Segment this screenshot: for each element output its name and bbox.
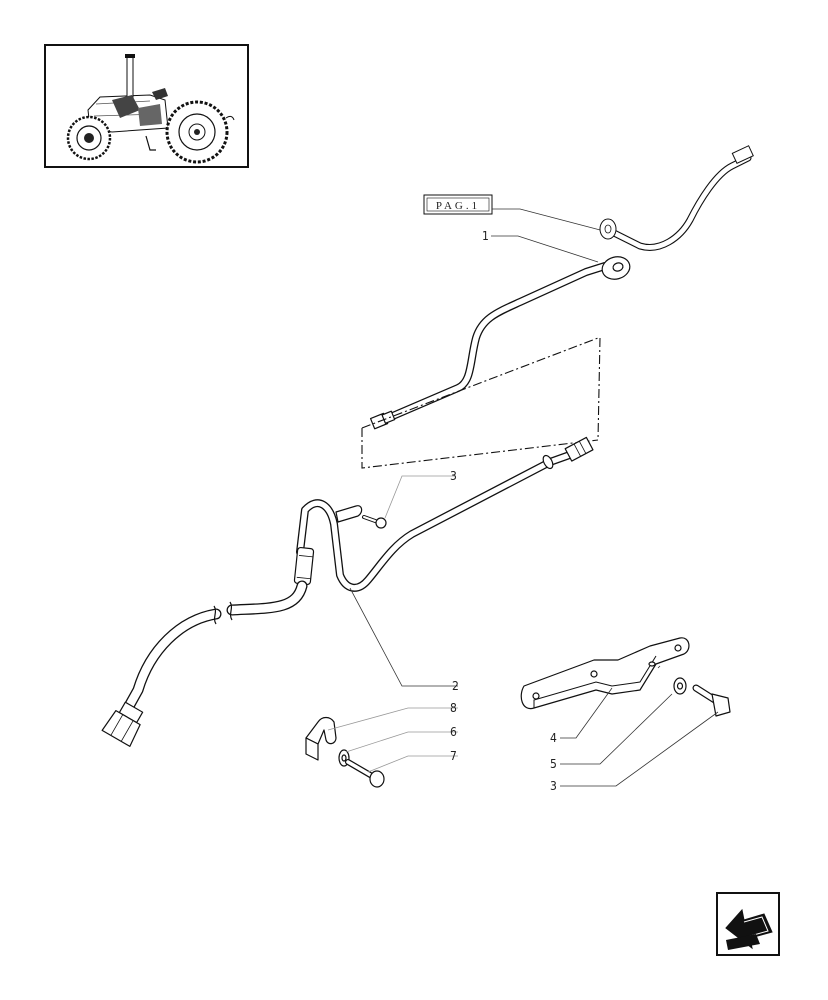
callout-5: 5 — [550, 757, 557, 771]
page-reference-label: PAG.1 — [436, 200, 480, 212]
part-2-hose-assembly[interactable] — [101, 436, 594, 747]
back-arrow-icon — [725, 908, 773, 950]
part-3-bolt-bottom[interactable] — [692, 684, 731, 717]
callout-8: 8 — [450, 701, 457, 715]
part-7-bolt[interactable] — [345, 759, 385, 788]
tractor-icon — [66, 54, 235, 164]
tractor-thumbnail[interactable] — [44, 44, 249, 168]
callout-7: 7 — [450, 749, 457, 763]
callout-1: 1 — [482, 229, 489, 243]
callout-2: 2 — [452, 679, 459, 693]
part-3-bolt-top[interactable] — [362, 515, 387, 529]
reference-pipe — [599, 145, 754, 251]
callout-6: 6 — [450, 725, 457, 739]
part-1-pipe[interactable] — [369, 254, 633, 430]
part-4-bracket[interactable] — [520, 637, 690, 710]
page-reference-box[interactable]: PAG.1 — [423, 194, 493, 215]
callout-4: 4 — [550, 731, 557, 745]
back-navigation-button[interactable] — [716, 892, 780, 956]
part-8-clamp[interactable] — [305, 716, 337, 761]
callout-3-top: 3 — [450, 469, 457, 483]
callout-3-bottom: 3 — [550, 779, 557, 793]
assembly-dashed-outline — [361, 337, 601, 469]
part-5-washer[interactable] — [673, 677, 687, 695]
